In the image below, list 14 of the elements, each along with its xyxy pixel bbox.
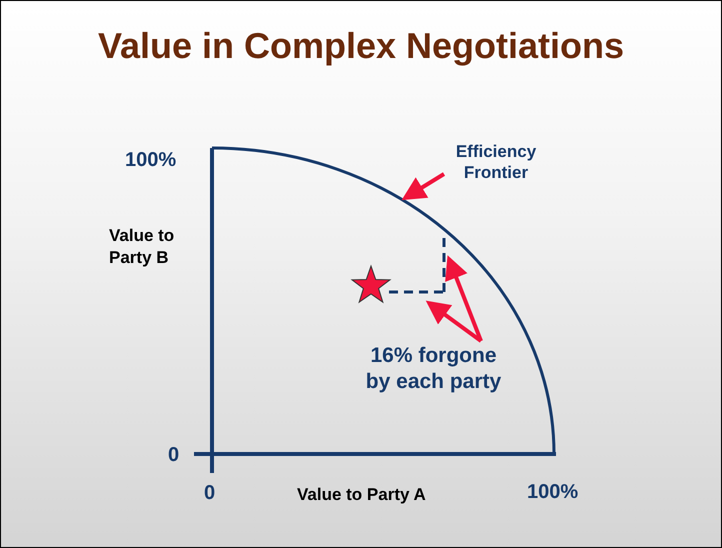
axis-tick-label: 0 xyxy=(168,444,180,467)
callout-text: 16% forgone by each party xyxy=(356,343,511,396)
arrow xyxy=(445,255,483,342)
callout-text: Efficiency Frontier xyxy=(431,141,561,184)
axis-title: Value to Party B xyxy=(109,225,176,270)
axis-tick-label: 0 xyxy=(204,482,216,505)
dashed-line xyxy=(442,238,446,292)
arrow xyxy=(402,172,446,200)
axis-title: Value to Party A xyxy=(297,485,426,505)
axis-tick-label: 100% xyxy=(527,481,578,504)
axis-tick-label: 100% xyxy=(125,149,176,172)
slide-title: Value in Complex Negotiations xyxy=(96,25,626,67)
arrow xyxy=(426,300,482,343)
dashed-line xyxy=(389,290,444,294)
